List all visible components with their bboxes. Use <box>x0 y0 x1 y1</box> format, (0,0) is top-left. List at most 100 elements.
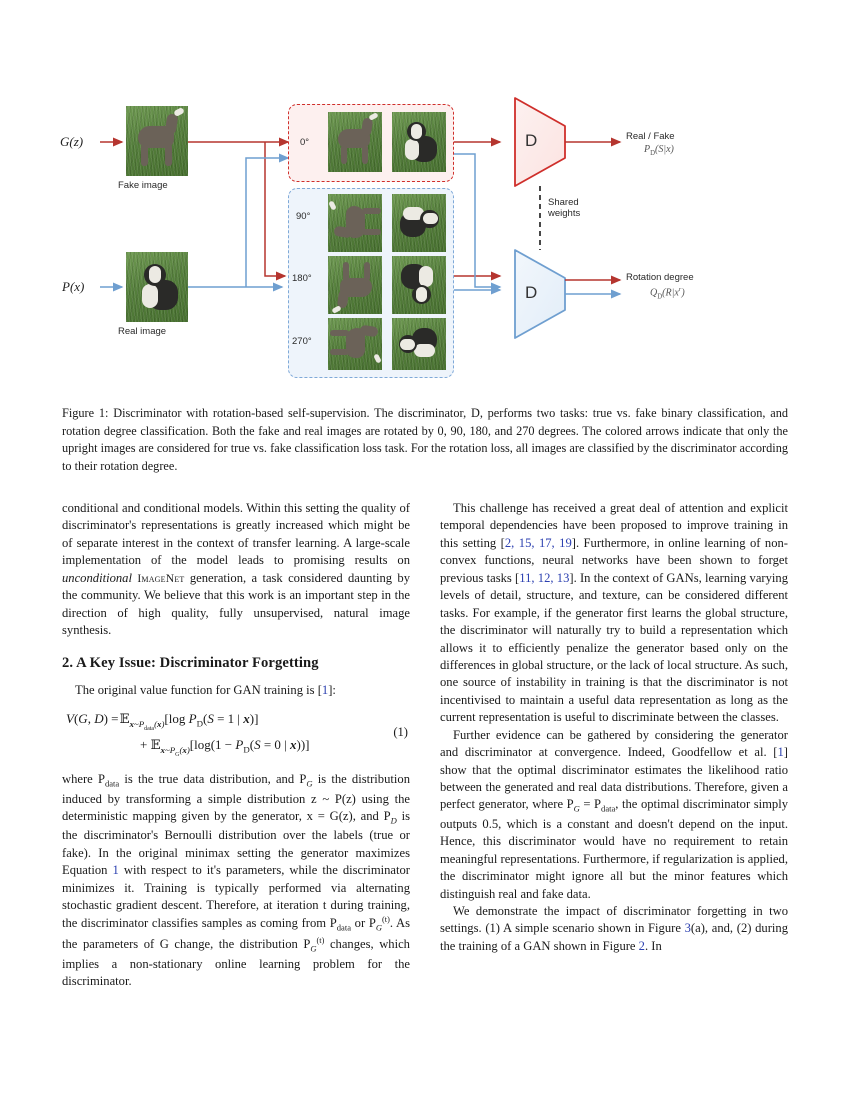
para-text: is the discriminator's Bernoulli distrib… <box>62 808 410 878</box>
subscript-g-2: G <box>375 923 383 934</box>
fake-image-thumbnail <box>126 106 188 176</box>
paragraph-intro-continued: conditional and conditional models. With… <box>62 500 410 640</box>
subscript-g: G <box>573 803 580 814</box>
output-formula-rotation-degree: QD(R|xr) <box>650 286 685 301</box>
paragraph-demonstration: We demonstrate the impact of discriminat… <box>440 903 788 955</box>
para-text: = P <box>579 797 602 812</box>
para-text: conditional and conditional models. With… <box>62 501 410 568</box>
citation-link-1[interactable]: 1 <box>321 682 329 697</box>
generator-input-label: G(z) <box>60 134 84 149</box>
dog-face <box>411 124 422 139</box>
rotated-fake-0 <box>328 112 382 172</box>
rotated-fake-90 <box>328 194 382 252</box>
para-text: ]. Furthermore, in online learning of no… <box>440 535 788 585</box>
real-image-thumbnail <box>126 252 188 322</box>
real-input-label: P(x) <box>62 279 85 294</box>
rotated-real-0 <box>392 112 446 172</box>
paragraph-further-evidence: Further evidence can be gathered by cons… <box>440 727 788 903</box>
rotation-degree-label-90: 90° <box>296 211 311 222</box>
para-text: The original value function for GAN trai… <box>75 682 322 697</box>
dog-leg-back <box>362 229 381 235</box>
shared-weights-line-2: weights <box>548 207 581 219</box>
dog-face <box>423 213 438 224</box>
dog-chest <box>414 344 435 357</box>
section-heading-2: 2. A Key Issue: Discriminator Forgetting <box>62 654 319 671</box>
para-text: This challenge has received a great deal… <box>440 501 788 550</box>
output-label-real-fake: Real / Fake <box>626 131 675 142</box>
figure-1-diagram: G(z) P(x) Fake image Real image 0° <box>60 80 790 390</box>
dog-face <box>149 266 161 283</box>
rotation-degree-label-270: 270° <box>292 336 312 347</box>
rotation-degree-label-0: 0° <box>300 137 310 148</box>
rotated-real-90 <box>392 194 446 252</box>
subscript-d: D <box>390 815 397 826</box>
para-text: ] show that the optimal discriminator es… <box>440 745 788 812</box>
para-text: changes, which implies a non-stationary … <box>62 937 410 989</box>
figure-caption-text: Discriminator with rotation-based self-s… <box>62 406 788 473</box>
paragraph-challenge: This challenge has received a great deal… <box>440 500 788 727</box>
dog-leg-back <box>165 144 172 166</box>
fake-image-caption: Fake image <box>118 180 168 191</box>
equation-1-line-1: V(G, D) = 𝔼x~Pdata(x)[log PD(S = 1 | x)] <box>66 711 259 732</box>
para-text: where P <box>62 772 105 787</box>
dog-chest <box>403 207 424 220</box>
shared-weights-line-1: Shared <box>548 197 579 208</box>
figure-caption-prefix: Figure 1: <box>62 406 109 420</box>
rotated-fake-270 <box>328 318 382 370</box>
equation-1-number: (1) <box>393 725 408 740</box>
figure-ref-link-2[interactable]: 2 <box>638 938 645 953</box>
dog-chest <box>419 266 433 287</box>
para-text-end: ]: <box>328 682 336 697</box>
subscript-data: data <box>104 778 120 789</box>
para-text: We demonstrate the impact of discriminat… <box>440 903 788 936</box>
dog-leg-front <box>330 330 349 336</box>
equation-1-body: V(G, D) = 𝔼x~Pdata(x)[log PD(S = 1 | x)]… <box>66 708 310 760</box>
output-formula-real-fake: PD(S|x) <box>644 144 674 157</box>
para-text: or P <box>351 916 376 931</box>
citation-link-group-2[interactable]: 11, 12, 13 <box>519 570 570 585</box>
dog-leg-front <box>341 145 347 164</box>
dog-leg-back <box>330 349 349 355</box>
dog-body <box>346 328 365 358</box>
dog-chest <box>405 139 419 160</box>
equation-1: V(G, D) = 𝔼x~Pdata(x)[log PD(S = 1 | x)]… <box>62 708 410 762</box>
dog-face <box>400 339 415 350</box>
subscript-data: data <box>601 803 616 814</box>
subscript-data-2: data <box>336 923 351 934</box>
dog-leg-back <box>364 262 370 281</box>
para-text: . In <box>644 938 662 953</box>
rotated-real-180 <box>392 256 446 314</box>
dog-face <box>416 287 427 302</box>
dog-leg-back <box>362 145 368 164</box>
smallcaps-imagenet: ImageNet <box>137 571 185 585</box>
emphasis-unconditional: unconditional <box>62 570 132 585</box>
equation-ref-link[interactable]: 1 <box>112 863 119 878</box>
output-label-rotation-degree: Rotation degree <box>626 272 694 283</box>
figure-caption: Figure 1: Discriminator with rotation-ba… <box>62 405 788 475</box>
dog-leg-front <box>343 262 349 281</box>
superscript-t: (t) <box>382 915 390 925</box>
body-column-right: This challenge has received a great deal… <box>440 500 788 955</box>
discriminator-bottom-label: D <box>525 283 538 302</box>
dog-leg-front <box>362 208 381 214</box>
citation-link-goodfellow[interactable]: 1 <box>777 745 784 760</box>
paragraph-notation: where Pdata is the true data distributio… <box>62 771 410 990</box>
figure-ref-link-3[interactable]: 3 <box>684 921 691 936</box>
discriminator-top-label: D <box>525 131 538 150</box>
dog-leg-front <box>141 144 148 166</box>
citation-link-group-1[interactable]: 2, 15, 17, 19 <box>504 535 572 550</box>
para-text: Further evidence can be gathered by cons… <box>440 727 788 760</box>
para-text: (a), and, (2) during the training of a G… <box>440 921 789 953</box>
para-text: , the optimal discriminator simply outpu… <box>440 797 789 901</box>
equation-1-line-2: + 𝔼x~PG(x)[log(1 − PD(S = 0 | x))] <box>140 737 310 758</box>
paragraph-value-function-intro: The original value function for GAN trai… <box>62 682 410 699</box>
rotated-real-270 <box>392 318 446 370</box>
para-text-rest: generation, a task considered daunting b… <box>62 570 410 638</box>
rotation-degree-label-180: 180° <box>292 273 312 284</box>
body-column-left: conditional and conditional models. With… <box>62 500 410 990</box>
para-text: is the distribution induced by transform… <box>62 772 410 823</box>
rotated-fake-180 <box>328 256 382 314</box>
shared-weights-label: Shared weights <box>548 197 581 220</box>
superscript-t-2: (t) <box>316 936 325 946</box>
